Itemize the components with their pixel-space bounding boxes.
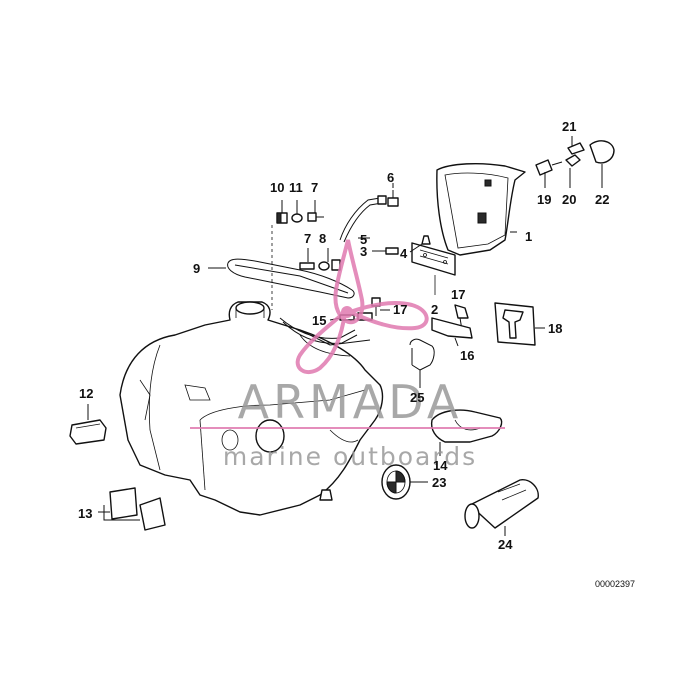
- callout-7-lower: 7: [304, 231, 311, 246]
- callout-12: 12: [79, 386, 93, 401]
- callout-5: 5: [360, 232, 367, 247]
- callout-18: 18: [548, 321, 562, 336]
- callout-23: 23: [432, 475, 446, 490]
- callout-11: 11: [289, 180, 303, 195]
- watermark-brand: ARMADA: [238, 375, 463, 429]
- tube-24: [464, 479, 539, 536]
- document-number: 00002397: [595, 579, 635, 589]
- hose-9: [227, 258, 355, 299]
- callout-14: 14: [433, 458, 448, 473]
- watermark-tagline: marine outboards: [223, 442, 477, 471]
- screws-3-4: [372, 235, 431, 255]
- callout-20: 20: [562, 192, 576, 207]
- fuel-tank: [119, 301, 384, 516]
- callout-2: 2: [431, 302, 438, 317]
- callout-13: 13: [78, 506, 92, 521]
- leader-lines: [208, 164, 603, 329]
- callout-17-left: 17: [393, 302, 407, 317]
- hinge-2: [411, 242, 456, 295]
- pads-13: [98, 487, 166, 531]
- grip-12: [69, 404, 107, 445]
- callout-10: 10: [270, 180, 284, 195]
- parts-19-22: [535, 136, 615, 176]
- screw-6: [387, 190, 399, 207]
- callout-16: 16: [460, 348, 474, 363]
- callout-17-right: 17: [451, 287, 465, 302]
- callout-3: 3: [360, 244, 367, 259]
- callout-21: 21: [562, 119, 576, 134]
- emblem-23: [381, 464, 428, 500]
- callout-9: 9: [193, 261, 200, 276]
- hose-5: [339, 195, 387, 243]
- fairing-panel-1: [436, 163, 526, 256]
- callout-8: 8: [319, 231, 326, 246]
- bracket-16: [431, 317, 473, 347]
- callout-25: 25: [410, 390, 424, 405]
- callout-7-top: 7: [311, 180, 318, 195]
- clip-25: [409, 338, 435, 388]
- callout-15: 15: [312, 313, 326, 328]
- callout-labels: 1 2 3 4 5 6 7 7 8 9 10 11 12 13 14 15 16…: [78, 119, 609, 552]
- plate-18: [494, 302, 536, 346]
- callout-6: 6: [387, 170, 394, 185]
- small-parts-10-11-7: [271, 200, 324, 310]
- watermark-propeller-icon: [295, 239, 429, 375]
- callout-22: 22: [595, 192, 609, 207]
- callout-24: 24: [498, 537, 513, 552]
- small-parts-7-8: [299, 248, 341, 271]
- callout-19: 19: [537, 192, 551, 207]
- callout-4: 4: [400, 246, 408, 261]
- watermark: ARMADA marine outboards: [190, 239, 505, 471]
- callout-1: 1: [525, 229, 532, 244]
